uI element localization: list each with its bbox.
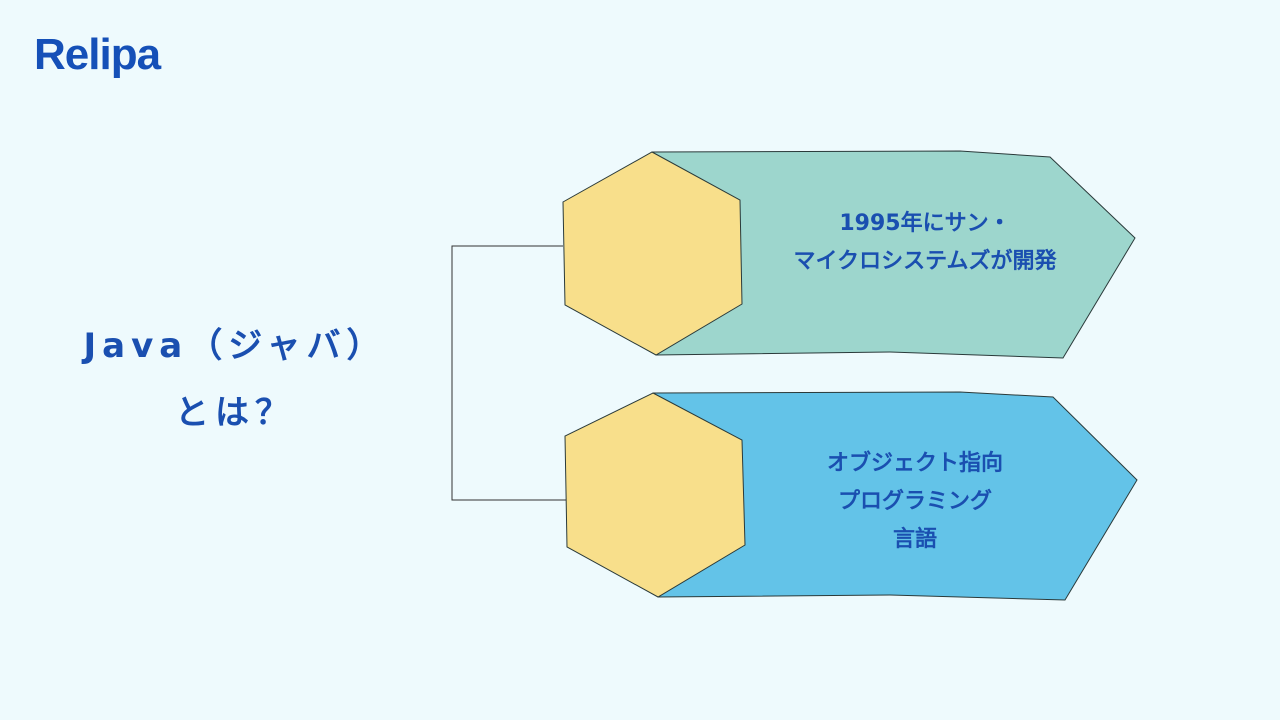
item-1-label: 1995年にサン・ マイクロシステムズが開発	[735, 205, 1115, 281]
item-2-label: オブジェクト指向 プログラミング 言語	[735, 445, 1095, 559]
hexagon-2	[564, 392, 746, 598]
item-2-line-1: オブジェクト指向	[826, 451, 1003, 476]
title-line-2: とは？	[175, 393, 295, 433]
arrow-banner-2	[652, 391, 1138, 601]
title-line-1: Java（ジャバ）	[83, 326, 387, 366]
hexagon-1	[562, 151, 743, 356]
item-2-line-3: 言語	[892, 527, 937, 552]
bracket-connector	[451, 245, 567, 501]
arrow-banner-1	[651, 150, 1136, 359]
item-1-line-1: 1995年にサン・	[839, 211, 1011, 236]
relipa-logo: Relipa	[34, 30, 161, 79]
item-2-line-2: プログラミング	[837, 489, 992, 514]
item-1-line-2: マイクロシステムズが開発	[793, 249, 1057, 274]
